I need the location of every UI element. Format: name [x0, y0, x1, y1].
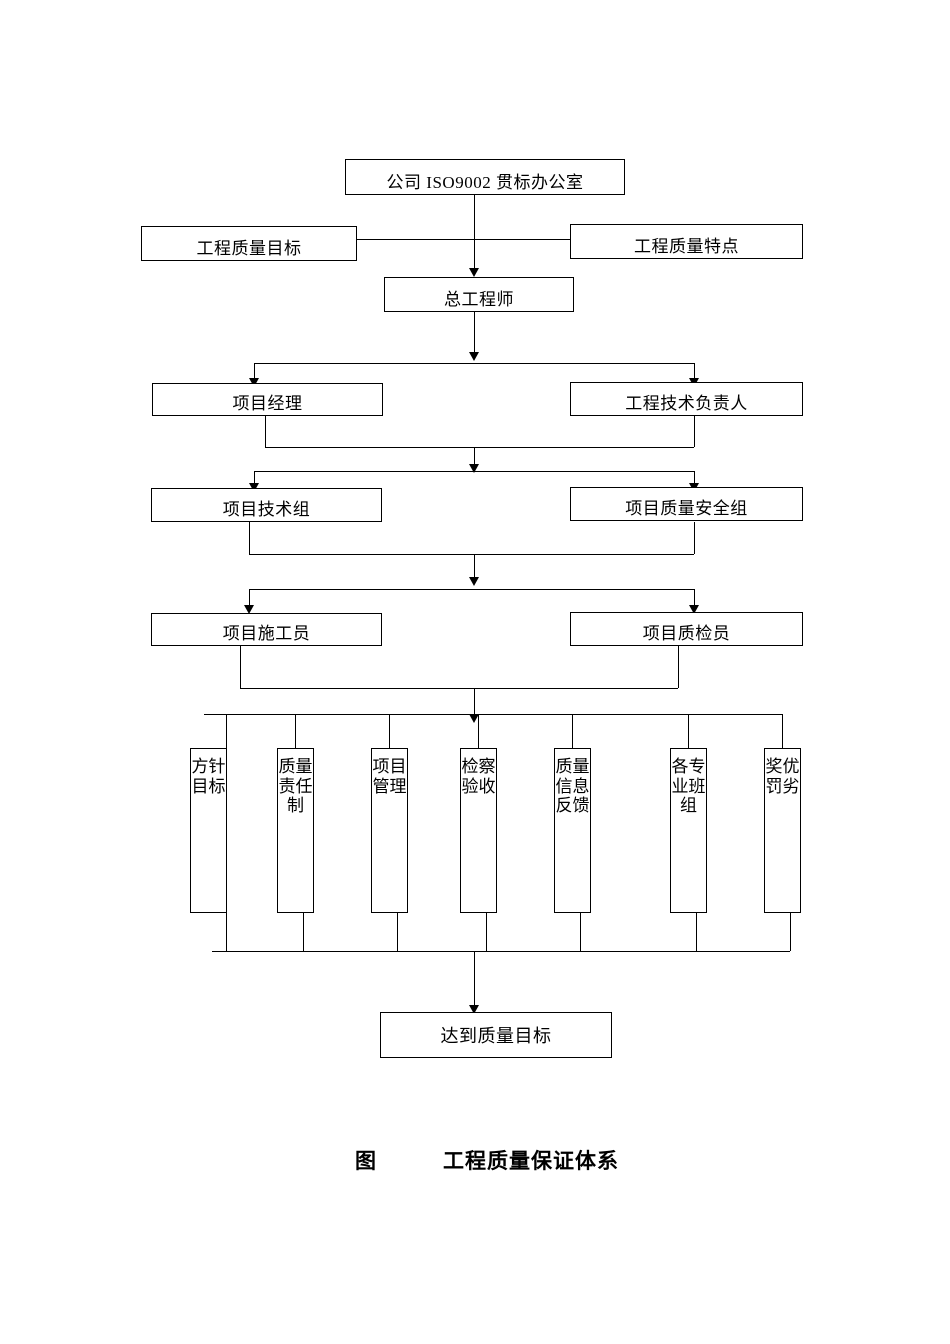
- merge4-center-stem: [474, 447, 475, 467]
- measure-box-1: 质量责任制: [277, 748, 314, 913]
- node-quality-goal: 工程质量目标: [141, 226, 357, 261]
- node-chief-engineer-label: 总工程师: [444, 290, 514, 309]
- arrowhead-to-project-manager: [249, 378, 259, 387]
- measure-rise-4: [580, 913, 581, 951]
- mergebar-row6: [240, 688, 678, 689]
- arrowhead-to-inspector: [689, 605, 699, 614]
- measure-box-5-label: 各专业班组: [671, 757, 706, 816]
- measure-box-6: 奖优罚劣: [764, 748, 801, 913]
- distribution-bar-top: [204, 714, 782, 715]
- figure-caption: 图 工程质量保证体系: [355, 1150, 619, 1173]
- node-inspector: 项目质检员: [570, 612, 803, 646]
- node-inspector-label: 项目质检员: [642, 624, 731, 643]
- node-iso-office-label: 公司 ISO9002 贯标办公室: [386, 173, 584, 192]
- measure-box-4-label: 质量信息反馈: [555, 757, 590, 816]
- measure-drop-6: [782, 714, 783, 748]
- arrowhead-office-to-chief: [469, 268, 479, 277]
- measure-drop-3: [478, 714, 479, 748]
- splitbar-chief-right-drop: [694, 363, 695, 381]
- merge6-right-stem: [678, 646, 679, 688]
- node-result: 达到质量目标: [380, 1012, 612, 1058]
- arrowhead-to-result: [469, 1005, 479, 1014]
- arrowhead-merge6-down: [469, 714, 479, 723]
- splitbar-row6-left-drop: [249, 589, 250, 607]
- node-project-manager: 项目经理: [152, 383, 383, 416]
- node-quality-feature: 工程质量特点: [570, 224, 803, 259]
- node-chief-engineer: 总工程师: [384, 277, 574, 312]
- merge4-left-stem: [265, 416, 266, 447]
- merge6-center-stem: [474, 688, 475, 717]
- connector-office-to-chief: [474, 195, 475, 271]
- mergebar-row5: [249, 554, 694, 555]
- node-tech-group: 项目技术组: [151, 488, 382, 522]
- node-tech-group-label: 项目技术组: [222, 500, 311, 519]
- measure-rise-1: [303, 913, 304, 951]
- merge5-left-stem: [249, 522, 250, 554]
- measure-box-5: 各专业班组: [670, 748, 707, 913]
- node-result-label: 达到质量目标: [440, 1026, 552, 1046]
- splitbar-chief: [254, 363, 694, 364]
- node-quality-feature-label: 工程质量特点: [634, 237, 739, 256]
- measure-box-0-label: 方针目标: [191, 757, 226, 796]
- arrowhead-to-tech-group: [249, 483, 259, 492]
- measure-drop-4: [572, 714, 573, 748]
- arrowhead-to-site-worker: [244, 605, 254, 614]
- measure-drop-5: [688, 714, 689, 748]
- node-project-manager-label: 项目经理: [232, 394, 303, 413]
- measure-rise-0: [226, 913, 227, 951]
- node-iso-office: 公司 ISO9002 贯标办公室: [345, 159, 625, 195]
- splitbar-row6-right-drop: [694, 589, 695, 607]
- measure-box-6-label: 奖优罚劣: [765, 757, 800, 796]
- splitbar-row5-left-drop: [254, 471, 255, 486]
- measure-rise-5: [696, 913, 697, 951]
- connector-chief-down: [474, 312, 475, 355]
- distribution-bar-bottom: [212, 951, 790, 952]
- measure-box-3-label: 检察验收: [461, 757, 496, 796]
- measure-rise-6: [790, 913, 791, 951]
- merge4-right-stem: [694, 416, 695, 447]
- arrowhead-chief-down: [469, 352, 479, 361]
- merge5-right-stem: [694, 522, 695, 554]
- measure-rise-2: [397, 913, 398, 951]
- measure-box-4: 质量信息反馈: [554, 748, 591, 913]
- arrowhead-merge5-down: [469, 577, 479, 586]
- node-qa-group-label: 项目质量安全组: [625, 499, 748, 518]
- splitbar-row6: [249, 589, 694, 590]
- measure-box-1-label: 质量责任制: [278, 757, 313, 816]
- splitbar-row5-right-drop: [694, 471, 695, 486]
- node-qa-group: 项目质量安全组: [570, 487, 803, 521]
- measure-box-3: 检察验收: [460, 748, 497, 913]
- measure-drop-0: [226, 714, 227, 748]
- mergebar-row4: [265, 447, 694, 448]
- measure-rise-3: [486, 913, 487, 951]
- measure-box-2-label: 项目管理: [372, 757, 407, 796]
- splitbar-chief-left-drop: [254, 363, 255, 381]
- arrowhead-merge4-down: [469, 464, 479, 473]
- measure-box-0: 方针目标: [190, 748, 227, 913]
- connector-to-result: [474, 951, 475, 1008]
- merge6-left-stem: [240, 646, 241, 688]
- node-site-worker-label: 项目施工员: [222, 624, 311, 643]
- node-quality-goal-label: 工程质量目标: [196, 239, 302, 258]
- node-tech-lead-label: 工程技术负责人: [625, 394, 748, 413]
- node-tech-lead: 工程技术负责人: [570, 382, 803, 416]
- measure-drop-1: [295, 714, 296, 748]
- merge5-center-stem: [474, 554, 475, 580]
- measure-box-2: 项目管理: [371, 748, 408, 913]
- node-site-worker: 项目施工员: [151, 613, 382, 646]
- connector-side-boxes-tie: [357, 239, 570, 240]
- measure-drop-2: [389, 714, 390, 748]
